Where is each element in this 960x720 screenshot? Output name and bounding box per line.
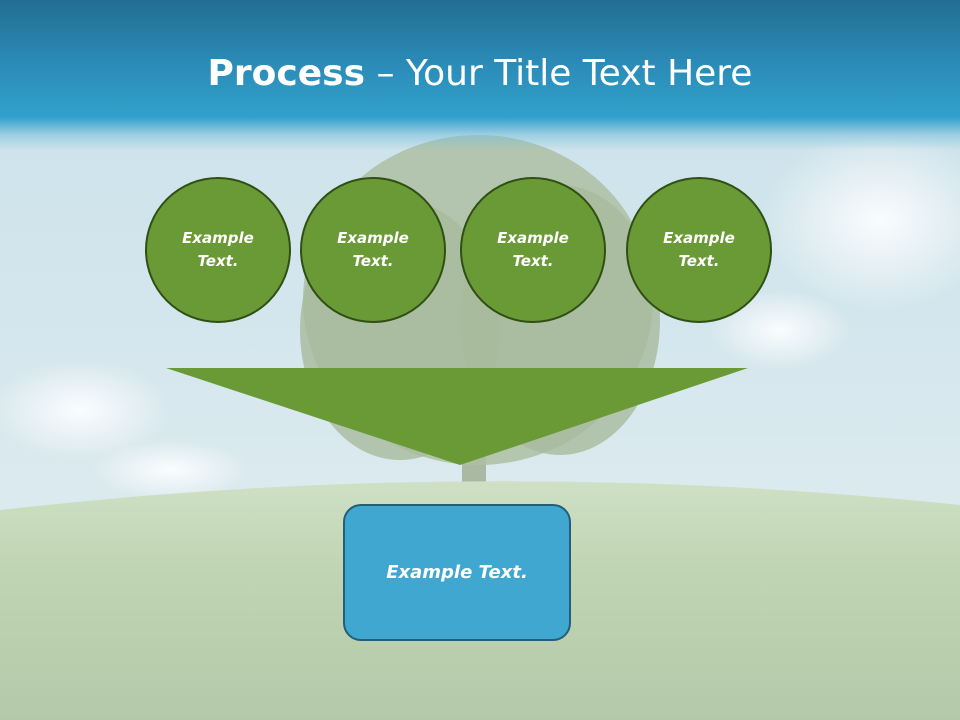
- input-circle-1: Example Text.: [145, 177, 291, 323]
- output-box: Example Text.: [343, 504, 571, 641]
- input-circle-label: Example Text.: [182, 229, 254, 270]
- input-circle-2: Example Text.: [300, 177, 446, 323]
- title-separator: –: [365, 53, 406, 94]
- input-circle-3: Example Text.: [460, 177, 606, 323]
- input-circle-label: Example Text.: [663, 229, 735, 270]
- page-title: Process – Your Title Text Here: [0, 52, 960, 96]
- input-circle-label: Example Text.: [497, 229, 569, 270]
- title-rest: Your Title Text Here: [405, 53, 753, 94]
- output-box-label: Example Text.: [386, 562, 528, 583]
- title-bold-part: Process: [207, 53, 366, 94]
- input-circle-4: Example Text.: [626, 177, 772, 323]
- title-bar: [0, 0, 960, 150]
- input-circle-label: Example Text.: [337, 229, 409, 270]
